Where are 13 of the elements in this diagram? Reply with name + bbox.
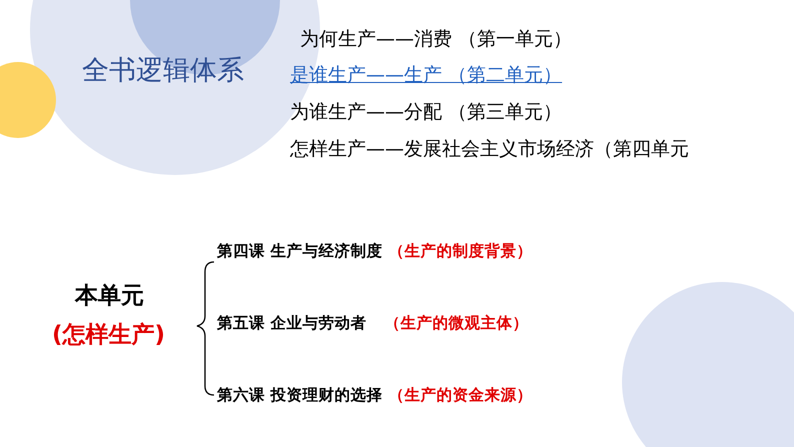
lesson-theme: （生产的制度背景） bbox=[388, 242, 532, 261]
unit-subheading: (怎样生产) bbox=[52, 322, 166, 350]
unit-line: 是谁生产——生产 （第二单元） bbox=[290, 64, 562, 87]
unit-line: 怎样生产——发展社会主义市场经济（第四单元 bbox=[290, 138, 689, 161]
title: 全书逻辑体系 bbox=[82, 55, 244, 88]
lesson-title: 第六课 投资理财的选择 bbox=[217, 386, 382, 405]
lesson-title: 第四课 生产与经济制度 bbox=[217, 242, 382, 261]
lesson-theme: （生产的资金来源） bbox=[388, 386, 532, 405]
lesson-theme: （生产的微观主体） bbox=[384, 314, 528, 333]
unit-line: 为何生产——消费 （第一单元） bbox=[300, 28, 572, 51]
unit-line: 为谁生产——分配 （第三单元） bbox=[290, 101, 562, 124]
lesson-title: 第五课 企业与劳动者 bbox=[217, 314, 366, 333]
unit-heading: 本单元 bbox=[75, 283, 144, 311]
